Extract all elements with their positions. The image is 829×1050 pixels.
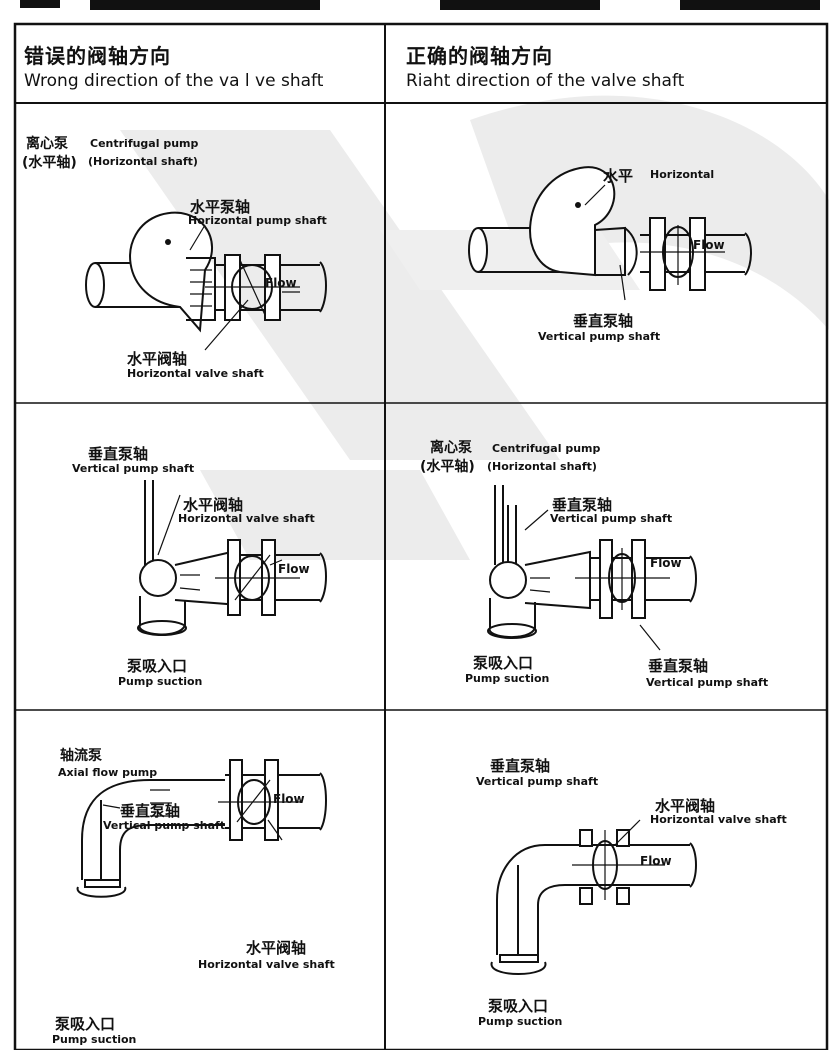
- r1w-shaft-en: (Horizontal shaft): [88, 155, 198, 168]
- r2r-flow: Flow: [650, 556, 682, 570]
- r1w-flow: Flow: [265, 276, 297, 290]
- r2w-hvs-en: Horizontal valve shaft: [178, 512, 315, 525]
- r1w-hvs-zh: 水平阀轴: [127, 350, 188, 368]
- r3w-flow: Flow: [273, 792, 305, 806]
- r2r-suction-en: Pump suction: [465, 672, 550, 685]
- cropped-heading: [0, 0, 829, 24]
- r3w-suction-en: Pump suction: [52, 1033, 137, 1046]
- r3r-flow: Flow: [640, 854, 672, 868]
- r3w-pump-en: Axial flow pump: [58, 766, 158, 779]
- header-wrong-en: Wrong direction of the va l ve shaft: [24, 71, 324, 91]
- r3w-hvs-zh: 水平阀轴: [246, 939, 307, 957]
- header-right-zh: 正确的阀轴方向: [406, 44, 553, 68]
- header-right-en: Riaht direction of the valve shaft: [406, 71, 685, 91]
- header-wrong-zh: 错误的阀轴方向: [24, 44, 171, 68]
- r2w-vps-zh: 垂直泵轴: [88, 445, 149, 463]
- r1r-hor-en: Horizontal: [650, 168, 715, 181]
- r2w-hvs-zh: 水平阀轴: [183, 496, 244, 514]
- r3w-hvs-en: Horizontal valve shaft: [198, 958, 335, 971]
- r2r-vps2-en: Vertical pump shaft: [646, 676, 769, 689]
- r3w-suction-zh: 泵吸入口: [55, 1015, 116, 1033]
- r3r-suction-zh: 泵吸入口: [488, 997, 549, 1015]
- r2r-vps2-zh: 垂直泵轴: [648, 657, 709, 675]
- header-right: 正确的阀轴方向 Riaht direction of the valve sha…: [406, 40, 684, 102]
- r3r-hvs-en: Horizontal valve shaft: [650, 813, 787, 826]
- r3r-hvs-zh: 水平阀轴: [655, 797, 716, 815]
- r1r-vps-en: Vertical pump shaft: [538, 330, 661, 343]
- r2r-pump-en: Centrifugal pump: [492, 442, 601, 455]
- r3r-vps-zh: 垂直泵轴: [490, 757, 551, 775]
- r3r-vps-en: Vertical pump shaft: [476, 775, 599, 788]
- r1w-hps-zh: 水平泵轴: [190, 198, 251, 216]
- r2w-suction-zh: 泵吸入口: [127, 657, 188, 675]
- header-wrong: 错误的阀轴方向 Wrong direction of the va l ve s…: [24, 40, 323, 102]
- r1r-flow: Flow: [693, 238, 725, 252]
- r3w-pump-zh: 轴流泵: [60, 748, 102, 764]
- r1r-hor-zh: 水平: [603, 167, 634, 185]
- r1w-shaft-zh: (水平轴): [22, 155, 77, 171]
- r2r-shaft-zh: (水平轴): [420, 459, 475, 475]
- r1r-vps-zh: 垂直泵轴: [573, 312, 634, 330]
- r2w-flow: Flow: [278, 562, 310, 576]
- r2w-suction-en: Pump suction: [118, 675, 203, 688]
- r1w-pump-en: Centrifugal pump: [90, 137, 199, 150]
- r2r-suction-zh: 泵吸入口: [473, 654, 534, 672]
- r3r-suction-en: Pump suction: [478, 1015, 563, 1028]
- r2w-vps-en: Vertical pump shaft: [72, 462, 195, 475]
- r2r-vps-en: Vertical pump shaft: [550, 512, 673, 525]
- r2r-shaft-en: (Horizontal shaft): [487, 460, 597, 473]
- r3w-vps-en: Vertical pump shaft: [103, 819, 226, 832]
- r2r-pump-zh: 离心泵: [430, 440, 472, 456]
- r2r-vps-zh: 垂直泵轴: [552, 496, 613, 514]
- r3w-vps-zh: 垂直泵轴: [120, 802, 181, 820]
- r1w-hvs-en: Horizontal valve shaft: [127, 367, 264, 380]
- r1w-pump-zh: 离心泵: [26, 136, 68, 152]
- r1w-hps-en: Horizontal pump shaft: [188, 214, 327, 227]
